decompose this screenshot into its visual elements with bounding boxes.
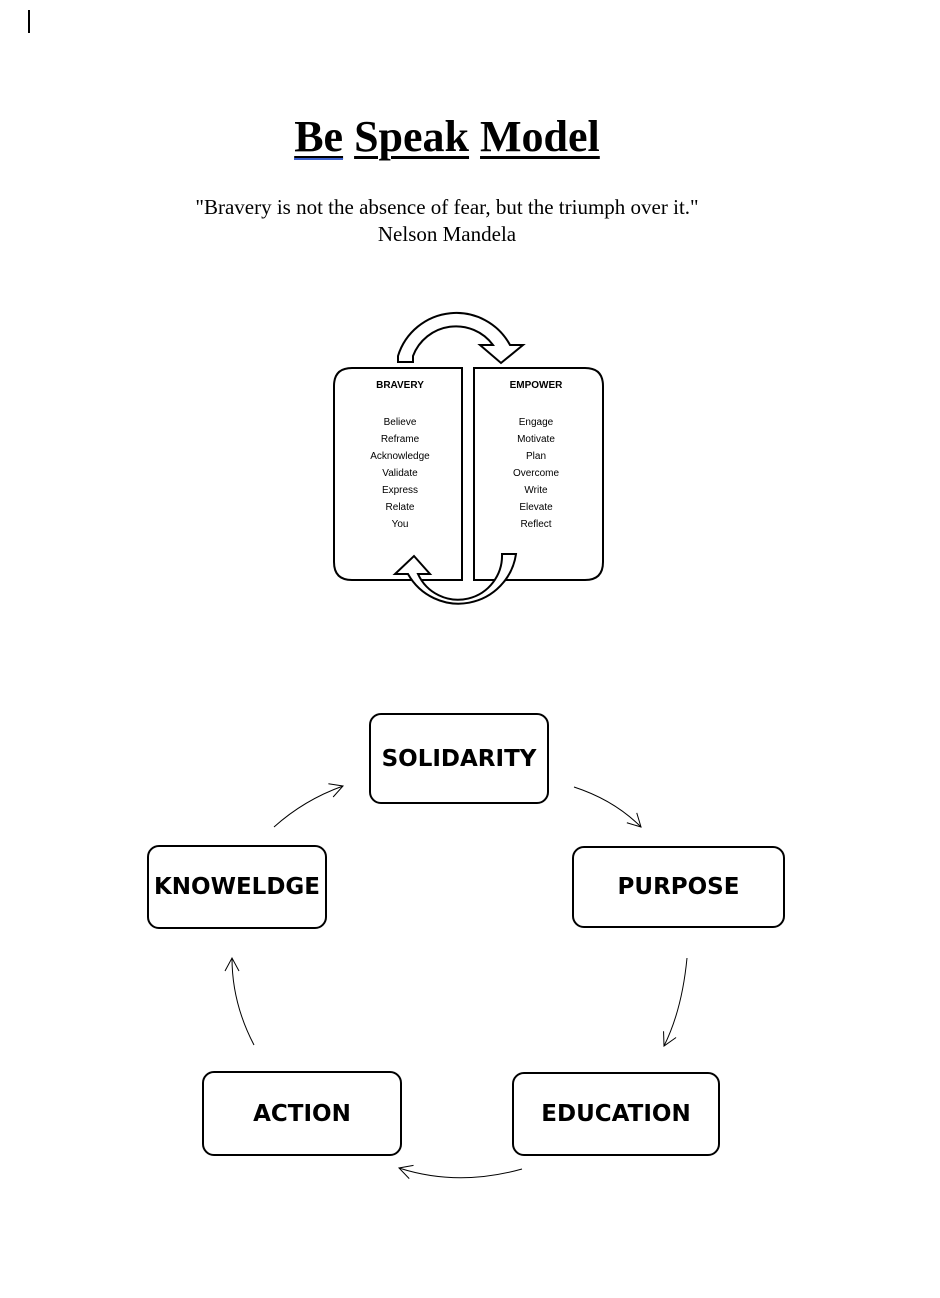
- arrow-solidarity-to-purpose: [573, 786, 642, 828]
- bravery-column: BRAVERY Believe Reframe Acknowledge Vali…: [336, 380, 464, 533]
- empower-item: Write: [524, 485, 548, 496]
- empower-item: Reflect: [520, 519, 552, 530]
- bravery-item: Relate: [385, 502, 415, 513]
- action-label: ACTION: [253, 1100, 351, 1127]
- education-box: EDUCATION: [512, 1072, 720, 1156]
- page-title: Be Speak Model: [0, 108, 894, 166]
- empower-heading: EMPOWER: [509, 380, 563, 391]
- bravery-item: Validate: [382, 468, 418, 479]
- arrow-action-to-knowledge: [224, 956, 255, 1046]
- purpose-box: PURPOSE: [572, 846, 785, 928]
- bravery-item: Believe: [383, 417, 417, 428]
- arrow-education-to-action: [397, 1164, 523, 1179]
- action-box: ACTION: [202, 1071, 402, 1156]
- title-word-be: Be: [294, 112, 344, 161]
- knowledge-label: KNOWELDGE: [153, 874, 321, 900]
- bravery-panel: [333, 367, 463, 581]
- empower-item: Overcome: [512, 468, 560, 479]
- bravery-item: Reframe: [380, 434, 420, 445]
- empower-column: EMPOWER Engage Motivate Plan Overcome Wr…: [472, 380, 600, 533]
- empower-panel: [473, 367, 604, 581]
- arrow-knowledge-to-solidarity: [273, 783, 344, 828]
- title-word-model: Model: [480, 112, 600, 161]
- empower-item: Motivate: [517, 434, 555, 445]
- bravery-heading: BRAVERY: [376, 380, 424, 391]
- quote-text: "Bravery is not the absence of fear, but…: [195, 195, 699, 219]
- empower-item: Engage: [518, 417, 554, 428]
- title-word-speak: Speak: [354, 112, 470, 161]
- solidarity-box: SOLIDARITY: [369, 713, 549, 804]
- quote-author: Nelson Mandela: [377, 222, 517, 246]
- purpose-label: PURPOSE: [617, 874, 740, 900]
- bravery-item: Express: [381, 485, 419, 496]
- empower-item: Elevate: [519, 502, 553, 513]
- bottom-cycle-arrow: [392, 553, 518, 605]
- top-cycle-arrow: [397, 312, 526, 365]
- arrow-purpose-to-education: [663, 957, 688, 1047]
- text-cursor: [28, 10, 30, 33]
- bravery-item: Acknowledge: [370, 451, 430, 462]
- solidarity-label: SOLIDARITY: [381, 745, 537, 772]
- empower-item: Plan: [525, 451, 546, 462]
- knowledge-box: KNOWELDGE: [147, 845, 327, 929]
- bravery-item: You: [391, 519, 409, 530]
- education-label: EDUCATION: [541, 1101, 691, 1127]
